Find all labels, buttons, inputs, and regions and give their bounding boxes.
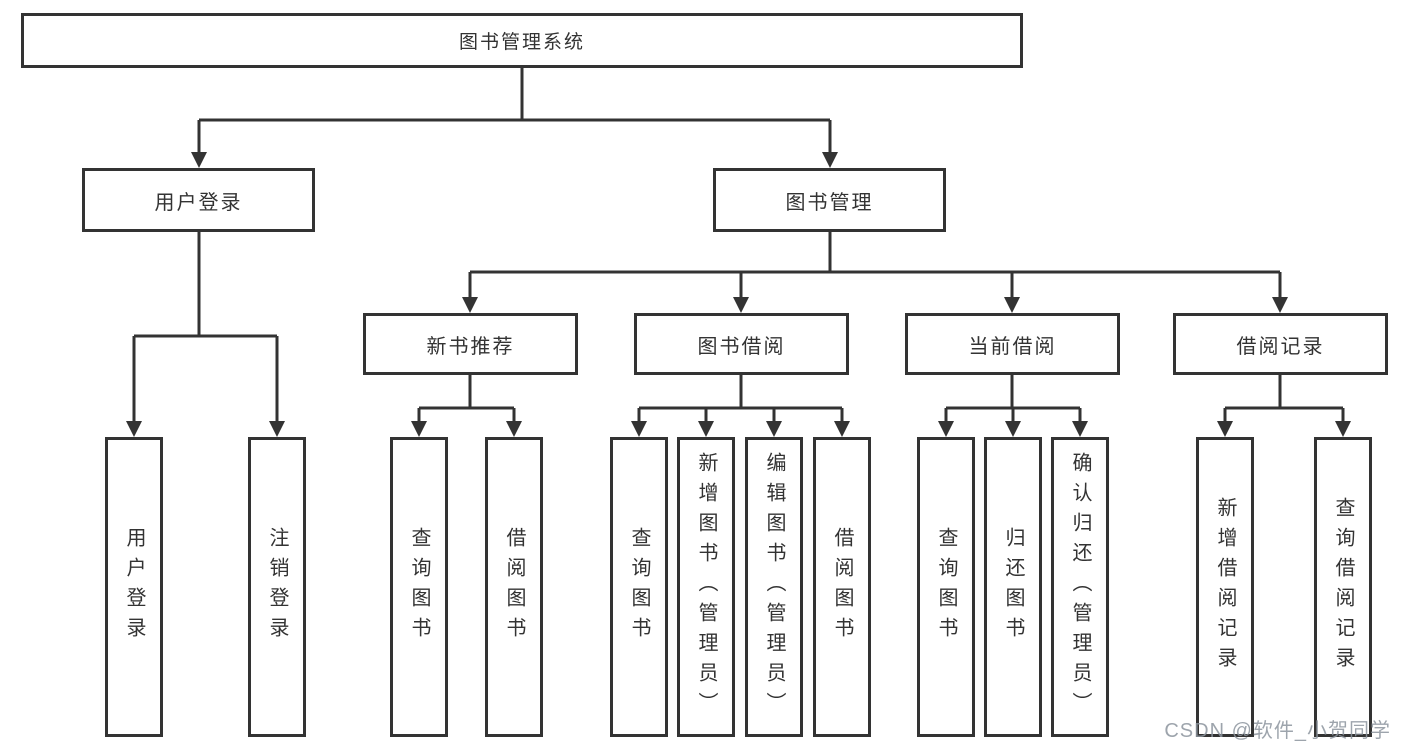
node-book-borrow: 图书借阅	[634, 313, 849, 375]
watermark: CSDN @软件_小贺同学	[1164, 720, 1391, 742]
node-label: 查询图书	[935, 527, 957, 647]
node-label: 归还图书	[1002, 527, 1024, 647]
node-label: 查询图书	[628, 527, 650, 647]
node-label: 借阅图书	[503, 527, 525, 647]
node-new-book-recommend: 新书推荐	[363, 313, 578, 375]
node-logout: 注销登录	[248, 437, 306, 737]
node-add-book-admin: 新增图书（管理员）	[677, 437, 735, 737]
node-user-login: 用户登录	[105, 437, 163, 737]
node-root-label: 图书管理系统	[458, 32, 585, 53]
node-label: 用户登录	[154, 191, 243, 214]
node-label: 编辑图书（管理员）	[763, 452, 785, 722]
node-edit-book-admin: 编辑图书（管理员）	[745, 437, 803, 737]
node-label: 查询借阅记录	[1332, 497, 1354, 677]
node-query-books-current: 查询图书	[917, 437, 975, 737]
node-current-borrow: 当前借阅	[905, 313, 1120, 375]
node-borrow-records: 借阅记录	[1173, 313, 1388, 375]
node-book-mgmt-branch: 图书管理	[713, 168, 946, 232]
node-label: 新增图书（管理员）	[695, 452, 717, 722]
node-label: 图书管理	[785, 191, 874, 214]
node-label: 新增借阅记录	[1214, 497, 1236, 677]
node-label: 用户登录	[123, 527, 145, 647]
node-add-borrow-record: 新增借阅记录	[1196, 437, 1254, 737]
node-label: 注销登录	[266, 527, 288, 647]
node-label: 新书推荐	[426, 335, 515, 358]
node-label: 借阅图书	[831, 527, 853, 647]
node-label: 图书借阅	[697, 335, 786, 358]
node-borrow-books-recommend: 借阅图书	[485, 437, 543, 737]
node-confirm-return-admin: 确认归还（管理员）	[1051, 437, 1109, 737]
node-label: 借阅记录	[1236, 335, 1325, 358]
node-query-books-borrow: 查询图书	[610, 437, 668, 737]
node-query-books-recommend: 查询图书	[390, 437, 448, 737]
node-user-login-branch: 用户登录	[82, 168, 315, 232]
node-label: 查询图书	[408, 527, 430, 647]
node-borrow-books: 借阅图书	[813, 437, 871, 737]
node-return-book: 归还图书	[984, 437, 1042, 737]
node-label: 确认归还（管理员）	[1069, 452, 1091, 722]
node-root: 图书管理系统	[21, 13, 1023, 68]
node-query-borrow-record: 查询借阅记录	[1314, 437, 1372, 737]
node-label: 当前借阅	[968, 335, 1057, 358]
